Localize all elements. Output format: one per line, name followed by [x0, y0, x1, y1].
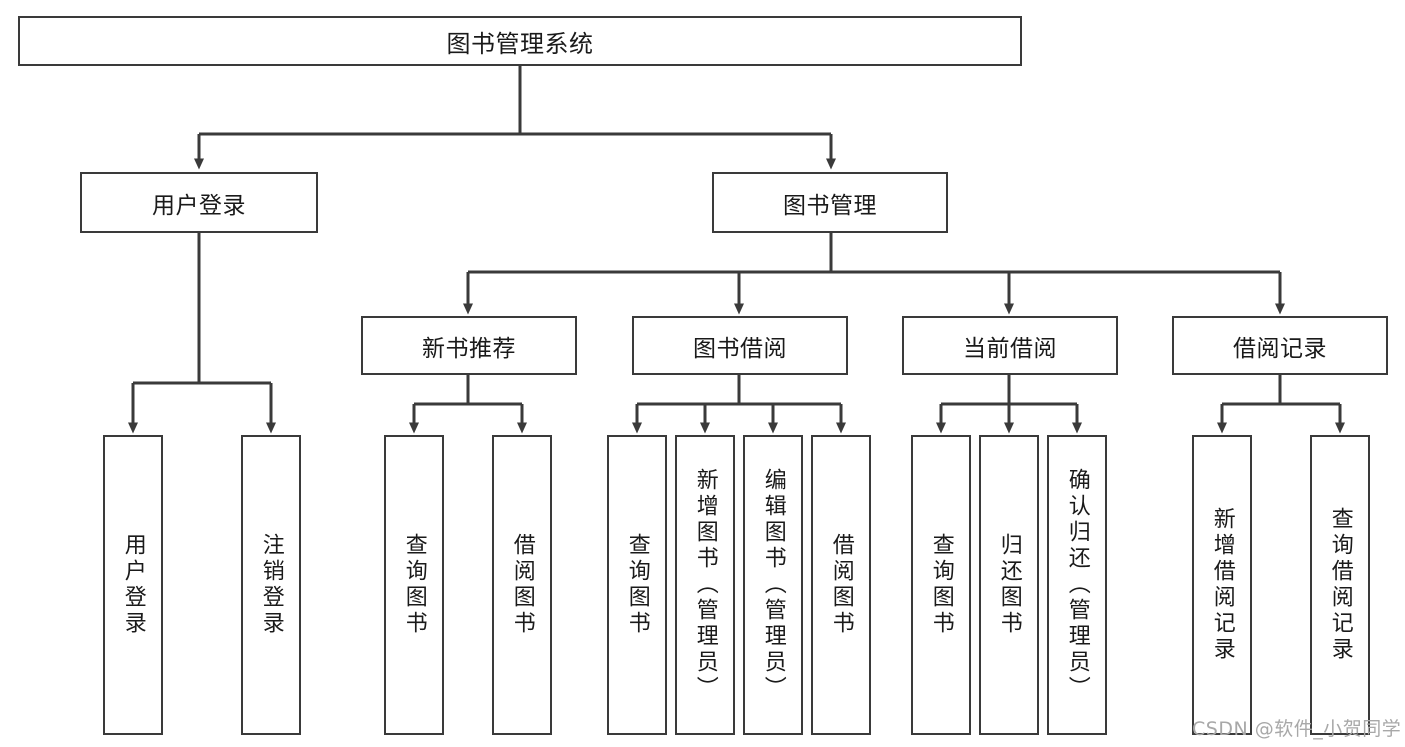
leaf-label: 查询图书 [928, 533, 954, 637]
leaf-record-query[interactable]: 查询借阅记录 [1310, 435, 1370, 735]
node-new-book-recommend[interactable]: 新书推荐 [361, 316, 577, 375]
leaf-label: 确认归还（管理员） [1064, 468, 1090, 702]
leaf-user-login-signout[interactable]: 注销登录 [241, 435, 301, 735]
leaf-label: 编辑图书（管理员） [760, 468, 786, 702]
leaf-borrow-query-book[interactable]: 查询图书 [607, 435, 667, 735]
leaf-borrow-borrow-book[interactable]: 借阅图书 [811, 435, 871, 735]
leaf-label: 注销登录 [258, 533, 284, 637]
leaf-record-add[interactable]: 新增借阅记录 [1192, 435, 1252, 735]
leaf-label: 查询图书 [624, 533, 650, 637]
leaf-label: 用户登录 [120, 533, 146, 637]
leaf-new-book-borrow[interactable]: 借阅图书 [492, 435, 552, 735]
node-book-management-label: 图书管理 [783, 192, 877, 219]
node-book-borrow[interactable]: 图书借阅 [632, 316, 848, 375]
leaf-label: 借阅图书 [509, 533, 535, 637]
leaf-borrow-add-book[interactable]: 新增图书（管理员） [675, 435, 735, 735]
leaf-label: 借阅图书 [828, 533, 854, 637]
node-current-borrow[interactable]: 当前借阅 [902, 316, 1118, 375]
leaf-current-query-book[interactable]: 查询图书 [911, 435, 971, 735]
node-borrow-record-label: 借阅记录 [1233, 335, 1327, 362]
node-user-login[interactable]: 用户登录 [80, 172, 318, 233]
node-root[interactable]: 图书管理系统 [18, 16, 1022, 66]
leaf-label: 查询图书 [401, 533, 427, 637]
leaf-label: 归还图书 [996, 533, 1022, 637]
leaf-borrow-edit-book[interactable]: 编辑图书（管理员） [743, 435, 803, 735]
leaf-current-confirm-return[interactable]: 确认归还（管理员） [1047, 435, 1107, 735]
node-book-management[interactable]: 图书管理 [712, 172, 948, 233]
leaf-new-book-query[interactable]: 查询图书 [384, 435, 444, 735]
leaf-label: 查询借阅记录 [1327, 507, 1353, 663]
leaf-label: 新增图书（管理员） [692, 468, 718, 702]
leaf-label: 新增借阅记录 [1209, 507, 1235, 663]
leaf-current-return-book[interactable]: 归还图书 [979, 435, 1039, 735]
node-new-book-recommend-label: 新书推荐 [422, 335, 516, 362]
node-book-borrow-label: 图书借阅 [693, 335, 787, 362]
node-root-label: 图书管理系统 [446, 29, 594, 58]
node-user-login-label: 用户登录 [152, 192, 246, 219]
csdn-watermark: CSDN @软件_小贺同学 [1192, 718, 1402, 740]
leaf-user-login-signin[interactable]: 用户登录 [103, 435, 163, 735]
node-current-borrow-label: 当前借阅 [963, 335, 1057, 362]
node-borrow-record[interactable]: 借阅记录 [1172, 316, 1388, 375]
